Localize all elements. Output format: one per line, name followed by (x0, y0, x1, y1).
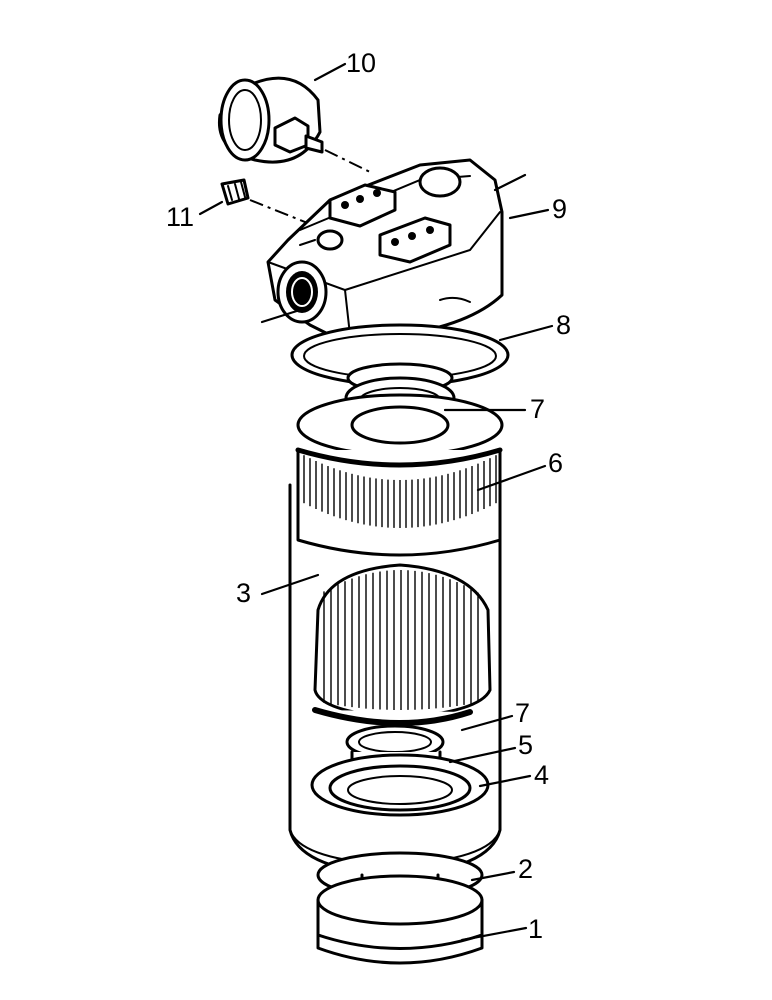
part-10-indicator-cap (217, 76, 324, 164)
part-6-filter-element (295, 393, 504, 557)
callout-11: 11 (166, 202, 194, 232)
leader-inlet (260, 308, 302, 324)
leader-8 (498, 324, 554, 342)
callout-6: 6 (548, 448, 563, 478)
leader-4 (478, 774, 532, 788)
alignment-line-10 (324, 149, 371, 173)
leader-9b (493, 173, 527, 192)
callout-1: 1 (528, 914, 543, 944)
leader-10 (313, 62, 347, 82)
callout-10: 10 (346, 48, 376, 78)
part-1-bottom-seal (316, 933, 484, 965)
callout-8: 8 (556, 310, 571, 340)
callout-5: 5 (518, 730, 533, 760)
leader-5 (448, 746, 517, 764)
callout-2: 2 (518, 854, 533, 884)
part-6-filter-element-window (312, 563, 492, 727)
part-4-spring-seat (310, 753, 490, 817)
filter-pleats-lower (323, 570, 479, 710)
callout-7-lower: 7 (515, 698, 530, 728)
callout-labels: 10 11 9 8 7 6 3 7 5 4 2 1 (166, 48, 571, 944)
callout-9: 9 (552, 194, 567, 224)
filter-pleats-upper (303, 455, 497, 528)
leader-9 (508, 208, 550, 220)
leader-1 (460, 926, 528, 942)
leader-2 (470, 870, 516, 882)
part-11-set-screw (220, 178, 250, 206)
leader-11 (198, 200, 224, 216)
leader-3 (260, 573, 320, 596)
leader-lines (198, 62, 554, 942)
part-9-filter-head (266, 158, 504, 342)
leader-6 (476, 464, 547, 492)
callout-3: 3 (236, 578, 251, 608)
callout-4: 4 (534, 760, 549, 790)
part-2-drain-valve (316, 851, 484, 952)
leader-7b (460, 714, 514, 732)
callout-7-upper: 7 (530, 394, 545, 424)
